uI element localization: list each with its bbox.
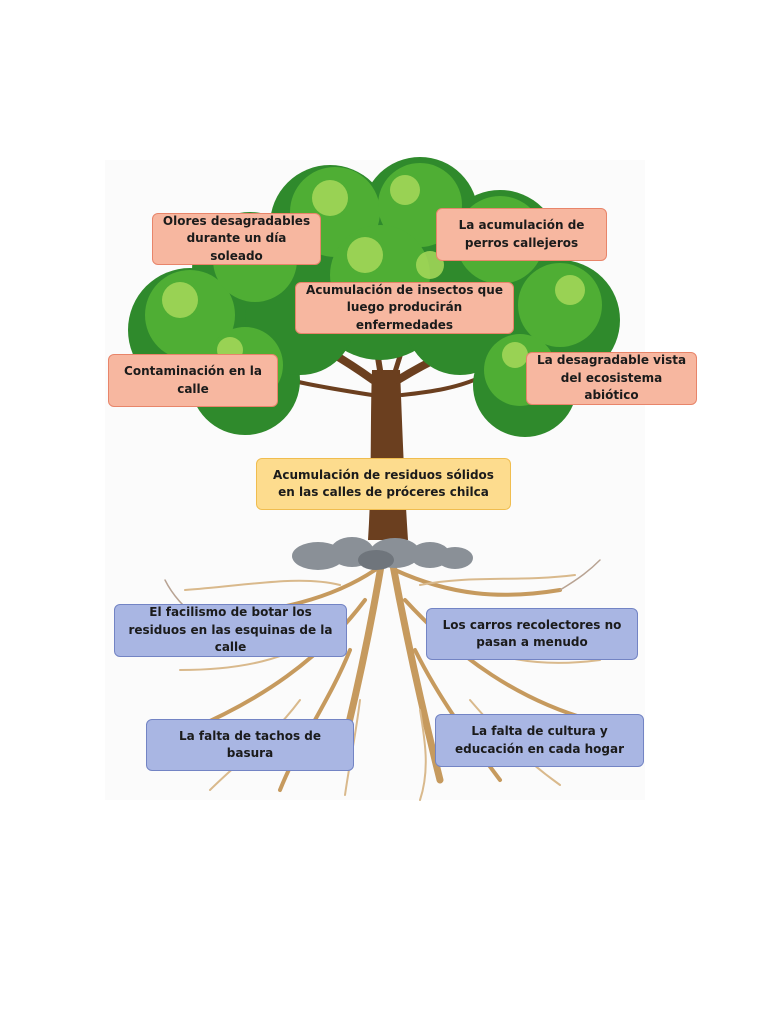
cause-text: La falta de tachos de basura bbox=[178, 728, 322, 760]
effect-box-street-pollution: Contaminación en la calle bbox=[108, 354, 278, 407]
cause-box-careless-disposal: El facilismo de botar los residuos en la… bbox=[114, 604, 347, 657]
stones bbox=[292, 537, 473, 570]
central-problem-box: Acumulación de residuos sólidos en las c… bbox=[256, 458, 511, 510]
effect-box-bad-odors: Olores desagradables durante un día sole… bbox=[152, 213, 321, 265]
effect-text: Contaminación en la calle bbox=[124, 364, 262, 396]
effect-box-insects: Acumulación de insectos que luego produc… bbox=[295, 282, 514, 334]
effect-box-stray-dogs: La acumulación de perros callejeros bbox=[436, 208, 607, 261]
cause-text: La falta de cultura y educación en cada … bbox=[454, 724, 624, 756]
cause-box-lack-of-bins: La falta de tachos de basura bbox=[146, 719, 354, 771]
effect-text: La desagradable vista del ecosistema abi… bbox=[536, 353, 687, 403]
central-problem-text: Acumulación de residuos sólidos en las c… bbox=[273, 467, 494, 499]
cause-text: Los carros recolectores no pasan a menud… bbox=[442, 617, 622, 649]
effect-text: Acumulación de insectos que luego produc… bbox=[306, 282, 503, 332]
cause-text: El facilismo de botar los residuos en la… bbox=[128, 605, 333, 655]
cause-box-lack-of-education: La falta de cultura y educación en cada … bbox=[435, 714, 644, 767]
effect-box-ecosystem-view: La desagradable vista del ecosistema abi… bbox=[526, 352, 697, 405]
effect-text: La acumulación de perros callejeros bbox=[458, 218, 585, 250]
effect-text: Olores desagradables durante un día sole… bbox=[162, 213, 311, 263]
cause-box-collection-trucks: Los carros recolectores no pasan a menud… bbox=[426, 608, 638, 660]
